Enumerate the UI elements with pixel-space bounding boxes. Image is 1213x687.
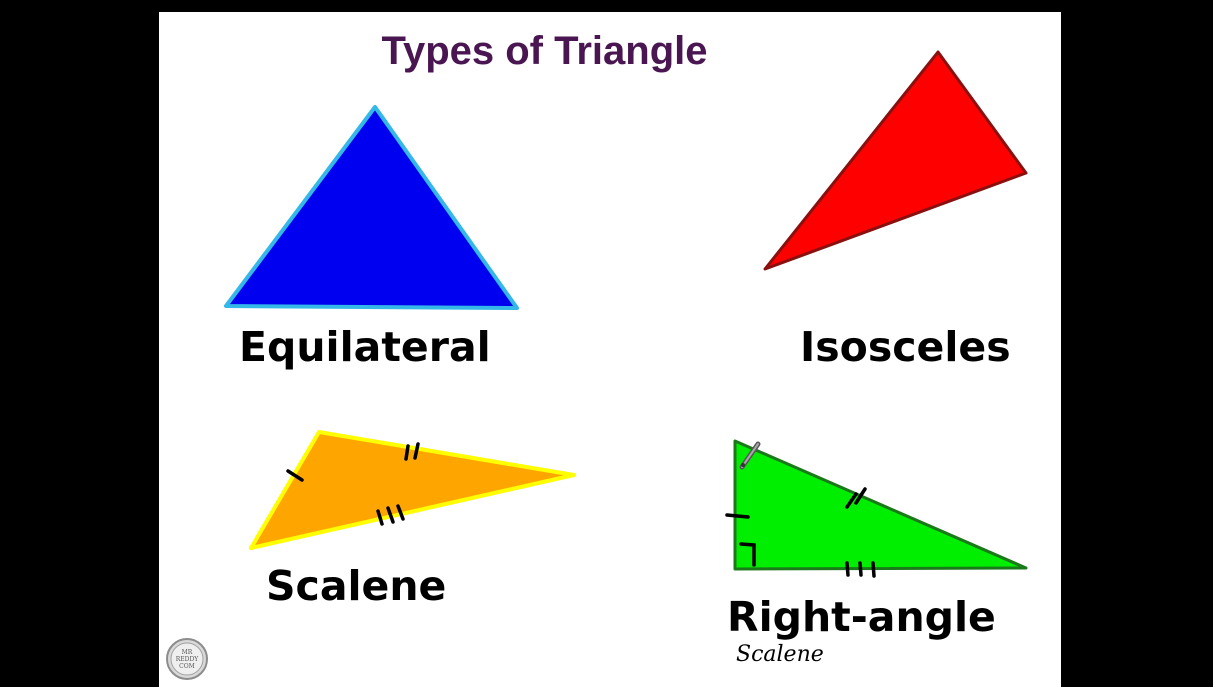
equilateral-label: Equilateral <box>239 323 491 371</box>
svg-text:COM: COM <box>179 663 195 670</box>
left-letterbox <box>0 0 159 687</box>
svg-text:MR: MR <box>182 649 193 656</box>
triangle-drawings <box>224 50 1028 578</box>
handwritten-scalene-note: Scalene <box>736 642 824 667</box>
right-angle-label: Right-angle <box>727 593 996 641</box>
top-letterbox <box>0 0 1213 12</box>
isosceles-triangle <box>763 50 1028 271</box>
scalene-label: Scalene <box>266 562 447 610</box>
right-angle-side-marks <box>725 487 876 578</box>
pen-cursor-icon <box>739 441 761 470</box>
svg-text:REDDY: REDDY <box>176 656 200 663</box>
slide-title: Types of Triangle <box>381 29 708 73</box>
slide: Types of Triangle <box>159 12 1061 687</box>
scalene-triangle <box>249 430 576 550</box>
isosceles-label: Isosceles <box>800 323 1011 371</box>
mr-reddy-logo-icon: MR REDDY COM <box>166 638 208 680</box>
right-angle-triangle <box>733 439 1028 571</box>
scalene-side-marks <box>286 442 420 526</box>
equilateral-triangle <box>224 105 519 310</box>
right-letterbox <box>1061 0 1213 687</box>
